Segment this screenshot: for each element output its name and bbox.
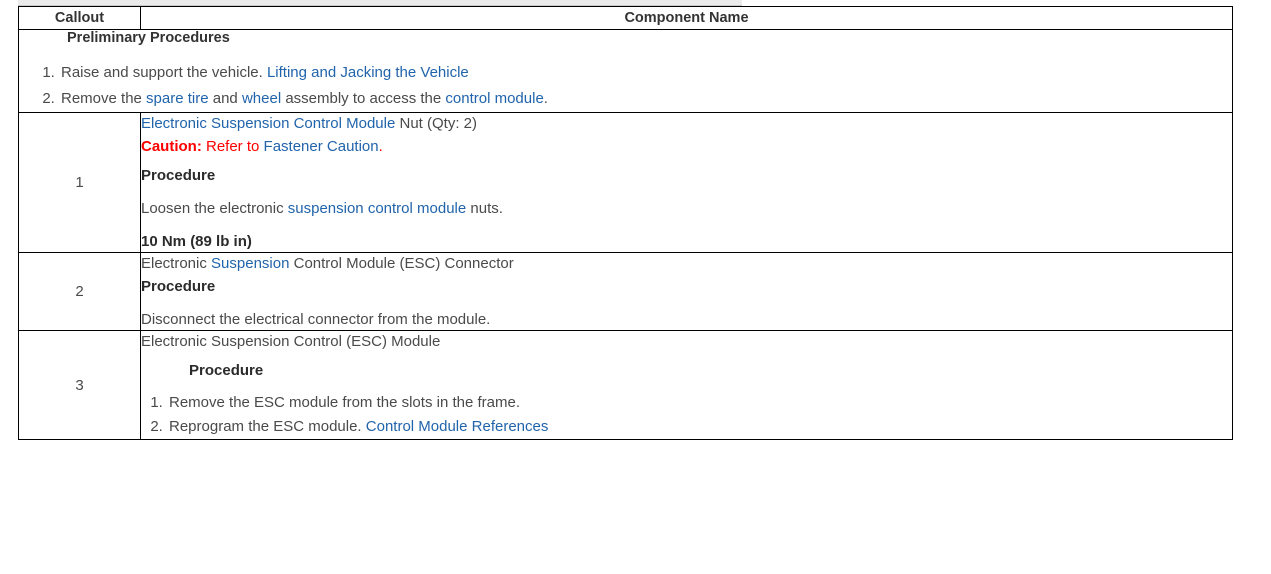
table-header-row: Callout Component Name	[18, 6, 1233, 30]
link-control-module[interactable]: control module	[445, 90, 544, 107]
link-spare-tire[interactable]: spare tire	[146, 90, 209, 107]
caution-text: Refer to	[201, 138, 264, 155]
caution-note-1: Caution: Refer to Fastener Caution.	[141, 136, 1232, 157]
procedure-heading-1: Procedure	[141, 167, 216, 184]
column-header-callout: Callout	[18, 6, 141, 30]
component-title-2-before: Electronic	[141, 255, 212, 272]
preliminary-procedures-list: Raise and support the vehicle. Lifting a…	[19, 60, 1232, 112]
table-row: 2 Electronic Suspension Control Module (…	[18, 252, 1233, 331]
table-row: 3 Electronic Suspension Control (ESC) Mo…	[18, 330, 1233, 440]
prelim-step-2-text-before: Remove the	[61, 90, 147, 107]
link-fastener-caution[interactable]: Fastener Caution	[263, 138, 379, 155]
prelim-step-2-mid1: and	[208, 90, 242, 107]
link-suspension[interactable]: Suspension	[211, 255, 290, 272]
list-item: Reprogram the ESC module. Control Module…	[167, 415, 1232, 439]
prelim-step-2-text-after: .	[543, 90, 548, 107]
procedure-heading-3: Procedure	[189, 362, 264, 379]
procedure-text-1: Loosen the electronic suspension control…	[141, 198, 1232, 219]
callout-number-1: 1	[18, 112, 141, 253]
service-procedure-table-wrapper: Callout Component Name Preliminary Proce…	[18, 6, 1233, 440]
list-item: Raise and support the vehicle. Lifting a…	[59, 60, 1232, 86]
procedure-text-1-after: nuts.	[466, 200, 503, 217]
link-lifting-and-jacking-the-vehicle[interactable]: Lifting and Jacking the Vehicle	[266, 64, 469, 81]
component-cell-3: Electronic Suspension Control (ESC) Modu…	[140, 330, 1233, 440]
prelim-step-1-text: Raise and support the vehicle.	[61, 64, 267, 81]
prelim-step-2-mid2: assembly to access the	[281, 90, 446, 107]
table-row: 1 Electronic Suspension Control Module N…	[18, 112, 1233, 253]
step-3-1-text: Remove the ESC module from the slots in …	[169, 394, 520, 411]
component-title-1: Electronic Suspension Control Module Nut…	[141, 113, 1232, 134]
preliminary-procedures-title: Preliminary Procedures	[67, 30, 230, 46]
procedure-text-2: Disconnect the electrical connector from…	[141, 311, 491, 328]
procedure-steps-3: Remove the ESC module from the slots in …	[141, 391, 1232, 439]
service-procedure-table: Callout Component Name Preliminary Proce…	[18, 6, 1233, 440]
link-electronic-suspension-control-module[interactable]: Electronic Suspension Control Module	[141, 115, 396, 132]
callout-number-3: 3	[18, 330, 141, 440]
procedure-heading-2: Procedure	[141, 278, 216, 295]
list-item: Remove the ESC module from the slots in …	[167, 391, 1232, 415]
top-cutoff-strip	[18, 0, 742, 6]
link-control-module-references[interactable]: Control Module References	[365, 418, 549, 435]
column-header-component-name: Component Name	[140, 6, 1233, 30]
procedure-text-1-before: Loosen the electronic	[141, 200, 288, 217]
callout-number-2: 2	[18, 252, 141, 331]
link-wheel[interactable]: wheel	[241, 90, 282, 107]
component-title-2: Electronic Suspension Control Module (ES…	[141, 253, 1232, 274]
component-cell-2: Electronic Suspension Control Module (ES…	[140, 252, 1233, 331]
preliminary-procedures-cell: Preliminary Procedures Raise and support…	[18, 29, 1233, 113]
caution-end-punctuation: .	[378, 138, 383, 155]
component-title-1-rest: Nut (Qty: 2)	[395, 115, 477, 132]
step-3-2-text: Reprogram the ESC module.	[169, 418, 366, 435]
preliminary-procedures-row: Preliminary Procedures Raise and support…	[18, 29, 1233, 113]
list-item: Remove the spare tire and wheel assembly…	[59, 86, 1232, 112]
component-cell-1: Electronic Suspension Control Module Nut…	[140, 112, 1233, 253]
component-title-2-after: Control Module (ESC) Connector	[289, 255, 514, 272]
caution-label: Caution:	[141, 138, 202, 155]
component-title-3: Electronic Suspension Control (ESC) Modu…	[141, 333, 441, 350]
torque-spec-1: 10 Nm (89 lb in)	[141, 233, 252, 250]
link-suspension-control-module[interactable]: suspension control module	[287, 200, 467, 217]
